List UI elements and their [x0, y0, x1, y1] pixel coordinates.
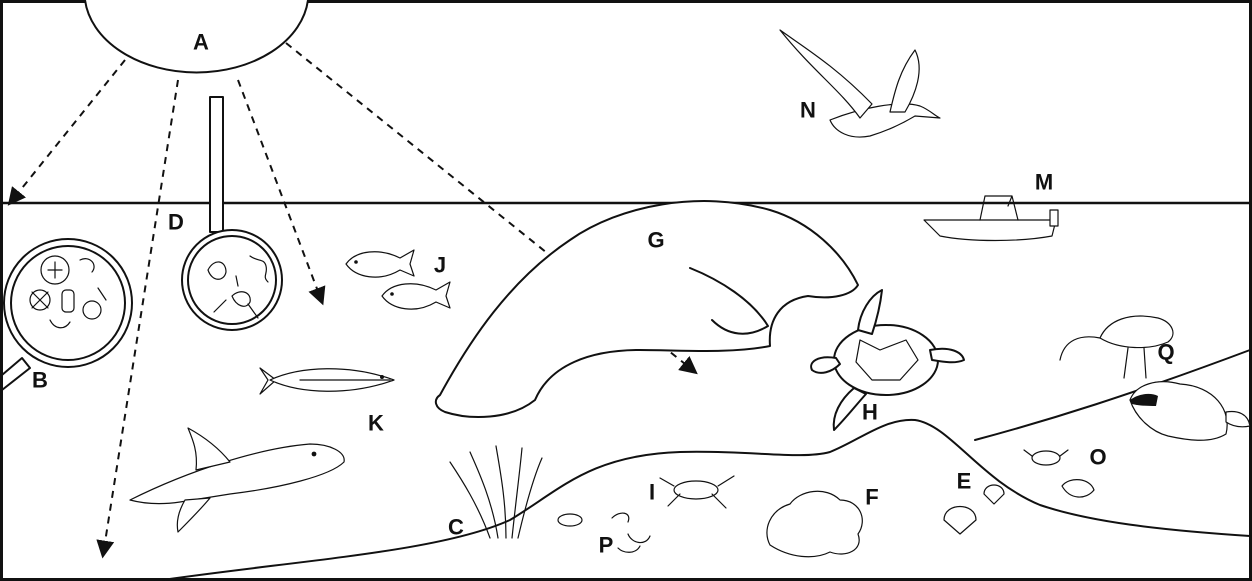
shore-crab-and-snail	[1024, 450, 1094, 497]
label-spoonbill-raccoon: Q	[1157, 340, 1174, 365]
label-pelican: N	[800, 98, 816, 123]
label-boat: M	[1035, 170, 1053, 195]
label-plankton-lens-center: D	[168, 210, 184, 235]
label-worms-amphipod: P	[599, 533, 614, 558]
seashells	[944, 485, 1004, 534]
shark	[130, 428, 344, 532]
spoonbill	[1060, 316, 1173, 378]
sponge-coral	[767, 491, 862, 556]
raccoon	[1130, 382, 1250, 441]
plankton-magnifier-center	[182, 97, 282, 330]
snook	[260, 368, 394, 394]
label-sun: A	[193, 30, 209, 55]
plankton-magnifier-left	[2, 239, 132, 390]
label-seagrass: C	[448, 515, 464, 540]
label-blue-crab: I	[649, 480, 655, 505]
label-shells: E	[957, 469, 972, 494]
label-sponge-coral: F	[865, 485, 878, 510]
label-manatee: G	[647, 228, 664, 253]
label-sea-turtle: H	[862, 400, 878, 425]
label-small-fish: J	[434, 253, 446, 278]
sun-ray-arrow	[10, 60, 125, 203]
blue-crab	[660, 476, 734, 508]
label-snook: K	[368, 411, 384, 436]
label-shore-crab-snail: O	[1089, 445, 1106, 470]
label-plankton-lens-left: B	[32, 368, 48, 393]
sea-turtle	[811, 290, 964, 430]
